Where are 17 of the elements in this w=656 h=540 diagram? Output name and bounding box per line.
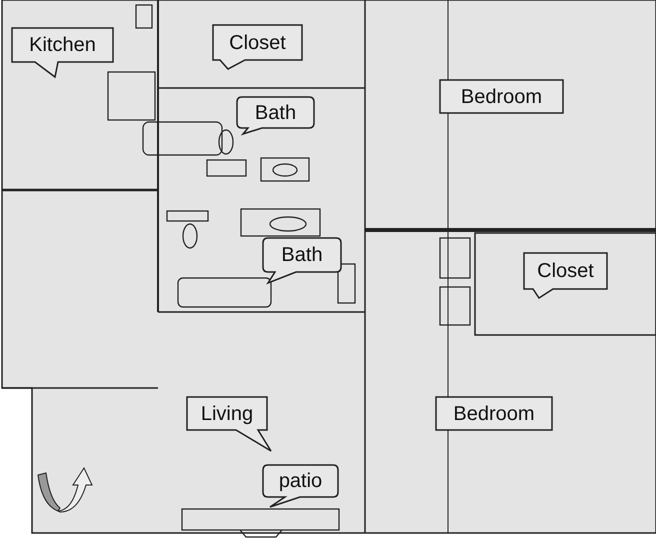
speech-bubble bbox=[263, 465, 338, 507]
speech-bubble bbox=[213, 25, 302, 69]
room-label: Bedroom bbox=[452, 402, 536, 426]
room-label: patio bbox=[278, 469, 324, 494]
room-label: Living bbox=[200, 402, 254, 426]
room-label: Closet bbox=[536, 259, 595, 284]
speech-bubble bbox=[436, 397, 552, 430]
room-label: Bath bbox=[280, 243, 324, 268]
room-label: Closet bbox=[228, 30, 287, 56]
room-label: Bath bbox=[254, 100, 298, 126]
speech-bubble bbox=[524, 253, 607, 298]
speech-bubble bbox=[440, 80, 563, 113]
speech-bubble bbox=[263, 238, 341, 283]
room-label: Bedroom bbox=[460, 84, 544, 110]
speech-bubble bbox=[187, 397, 271, 451]
room-label: Kitchen bbox=[28, 33, 97, 58]
speech-bubble bbox=[12, 28, 113, 77]
